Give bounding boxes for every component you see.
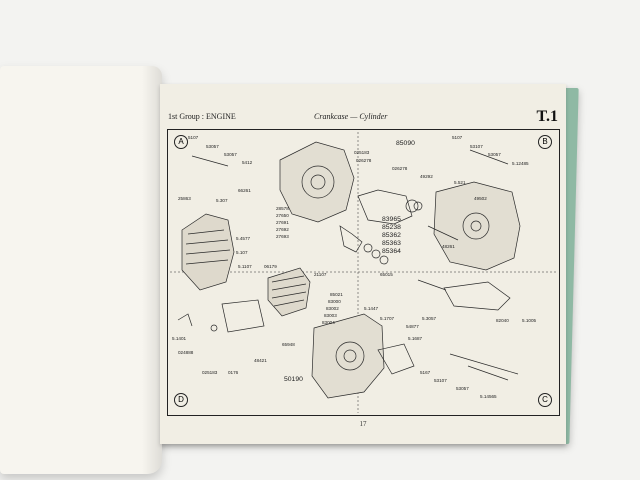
section-heading: Crankcase — Cylinder: [314, 112, 388, 121]
part-number: 83000: [328, 299, 341, 304]
corner-label-c: C: [538, 393, 552, 407]
part-number: 5.307: [216, 198, 228, 203]
part-number: 5.1447: [364, 306, 379, 311]
part-number: 026278: [392, 166, 408, 171]
part-number: 21107: [314, 272, 327, 277]
part-number: 5.107: [236, 250, 248, 255]
part-number: 48261: [442, 244, 455, 249]
corner-label-a: A: [174, 135, 188, 149]
part-number: 27693: [276, 234, 289, 239]
part-number: 06179: [264, 264, 277, 269]
part-number: 85363: [382, 240, 401, 247]
part-number: 27691: [276, 220, 289, 225]
part-number: 53057: [224, 152, 237, 157]
part-number: 53057: [456, 386, 469, 391]
part-number: 83965: [382, 216, 401, 223]
part-number: 28578: [276, 206, 289, 211]
group-heading: 1st Group : ENGINE: [168, 112, 236, 121]
part-number: 66261: [238, 188, 251, 193]
part-number: 65948: [282, 342, 295, 347]
part-number: 85021: [330, 292, 343, 297]
part-number: 50190: [284, 376, 303, 383]
part-number: 5.12485: [512, 161, 529, 166]
part-number: 83004: [322, 320, 335, 325]
engine-drawing: [170, 132, 557, 413]
part-number: 026278: [356, 158, 372, 163]
plate-number: T.1: [536, 108, 558, 125]
part-number: 5107: [188, 135, 199, 140]
part-number: 5167: [420, 370, 431, 375]
part-number: 49292: [420, 174, 433, 179]
part-number: 024888: [178, 350, 194, 355]
part-number: 53057: [206, 144, 219, 149]
part-number: 5.1107: [238, 264, 252, 269]
part-number: 85238: [382, 224, 401, 231]
part-number: 83002: [326, 306, 339, 311]
part-number: 54877: [406, 324, 419, 329]
part-number: 82040: [496, 318, 509, 323]
catalog-page: 1st Group : ENGINE Crankcase — Cylinder …: [160, 84, 566, 444]
part-number: 25863: [178, 196, 191, 201]
part-number: 65015: [380, 272, 393, 277]
part-number: 53107: [434, 378, 447, 383]
part-number: 5.3057: [422, 316, 437, 321]
page-number: 17: [359, 420, 367, 428]
part-number: 5412: [242, 160, 253, 165]
part-number: 5.4577: [236, 236, 251, 241]
part-number: 83003: [324, 313, 337, 318]
part-number: 53057: [488, 152, 501, 157]
left-page: [0, 66, 162, 474]
corner-label-d: D: [174, 393, 188, 407]
part-number: 53107: [470, 144, 483, 149]
part-number: 5.14565: [480, 394, 497, 399]
part-number: 5107: [452, 135, 463, 140]
corner-label-b: B: [538, 135, 552, 149]
part-number: 27650: [276, 213, 289, 218]
part-number: 85362: [382, 232, 401, 239]
part-number: 85364: [382, 248, 401, 255]
part-number: 5.1401: [172, 336, 187, 341]
part-number: 85090: [396, 140, 415, 147]
part-number: 5.1005: [522, 318, 537, 323]
part-number: 025183: [202, 370, 218, 375]
part-number: 025183: [354, 150, 370, 155]
part-number: 27692: [276, 227, 289, 232]
part-number: 5.521: [454, 180, 466, 185]
part-number: 48421: [254, 358, 267, 363]
exploded-diagram: A B C D 5107 53057 53057 5412 25863 5.30…: [167, 129, 560, 416]
part-number: 0176: [228, 370, 239, 375]
part-number: 49502: [474, 196, 487, 201]
part-number: 5.1687: [408, 336, 423, 341]
part-number: 5.1707: [380, 316, 395, 321]
